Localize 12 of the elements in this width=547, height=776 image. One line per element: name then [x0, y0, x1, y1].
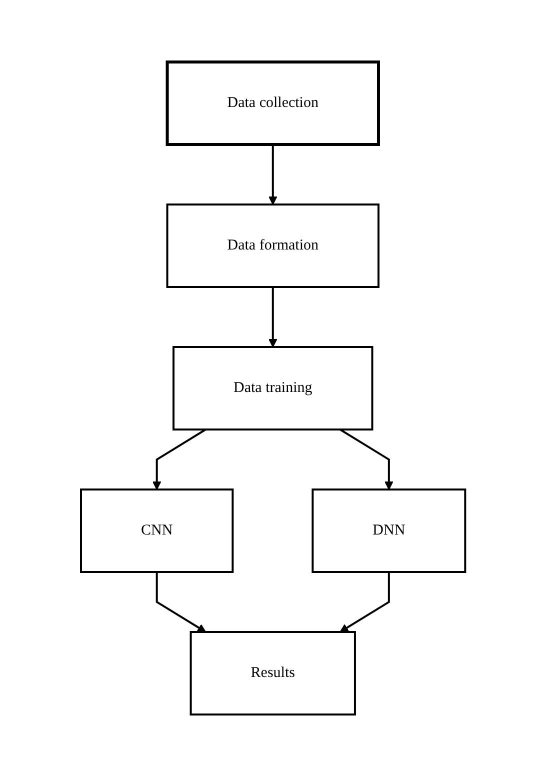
node-box: Results [190, 630, 356, 716]
arrow [152, 428, 207, 490]
arrow [340, 428, 394, 490]
arrow [268, 144, 278, 205]
arrow [340, 572, 390, 632]
arrow [156, 572, 206, 632]
node-box: DNN [312, 488, 467, 573]
node-box: Data formation [166, 203, 380, 288]
node-box: CNN [80, 488, 234, 573]
node-box: Data training [172, 346, 374, 430]
node-box: Data collection [166, 60, 380, 146]
arrow [268, 286, 278, 348]
